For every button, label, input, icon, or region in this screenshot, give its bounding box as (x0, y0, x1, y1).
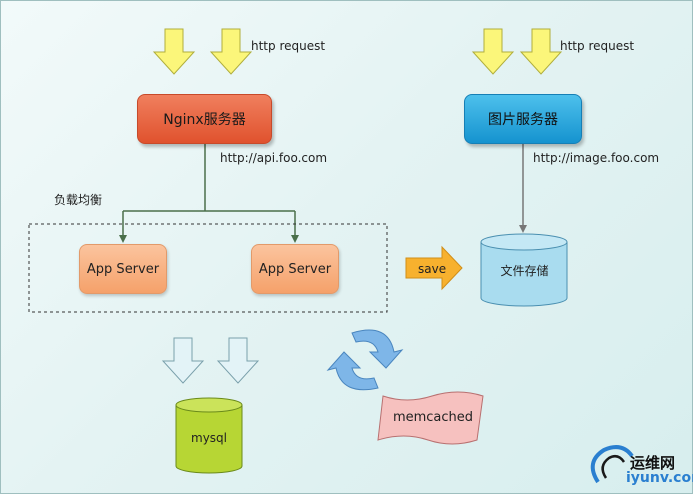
db-arrow-1 (161, 337, 205, 384)
watermark-name: 运维网 (630, 454, 676, 472)
request-arrow-right-1 (471, 28, 515, 75)
save-label: save (418, 262, 447, 276)
save-arrow (405, 245, 463, 291)
memcached-shape (377, 391, 484, 445)
request-arrow-right-2 (519, 28, 563, 75)
cache-cycle-icon (326, 329, 404, 391)
request-arrow-left-1 (152, 28, 196, 75)
memcached-label: memcached (392, 410, 474, 425)
load-balance-connector (119, 144, 299, 243)
app-server-node-1: App Server (79, 244, 167, 294)
db-arrow-2 (216, 337, 260, 384)
mysql-cylinder (175, 397, 243, 474)
request-arrow-left-2 (209, 28, 253, 75)
load-balance-label: 负载均衡 (54, 193, 103, 207)
http-request-label-right: http request (560, 39, 635, 53)
watermark-logo-icon (590, 445, 634, 484)
file-storage-label: 文件存储 (500, 264, 549, 278)
app-server-node-2: App Server (251, 244, 339, 294)
file-storage-cylinder (480, 233, 568, 307)
watermark-url: iyunv.com (626, 470, 693, 486)
mysql-label: mysql (191, 431, 227, 445)
http-request-label-left: http request (251, 39, 326, 53)
nginx-server-node: Nginx服务器 (137, 94, 272, 144)
api-url-label: http://api.foo.com (220, 151, 328, 165)
app-server-group (28, 223, 388, 313)
image-url-label: http://image.foo.com (533, 151, 660, 165)
image-server-node: 图片服务器 (464, 94, 582, 144)
